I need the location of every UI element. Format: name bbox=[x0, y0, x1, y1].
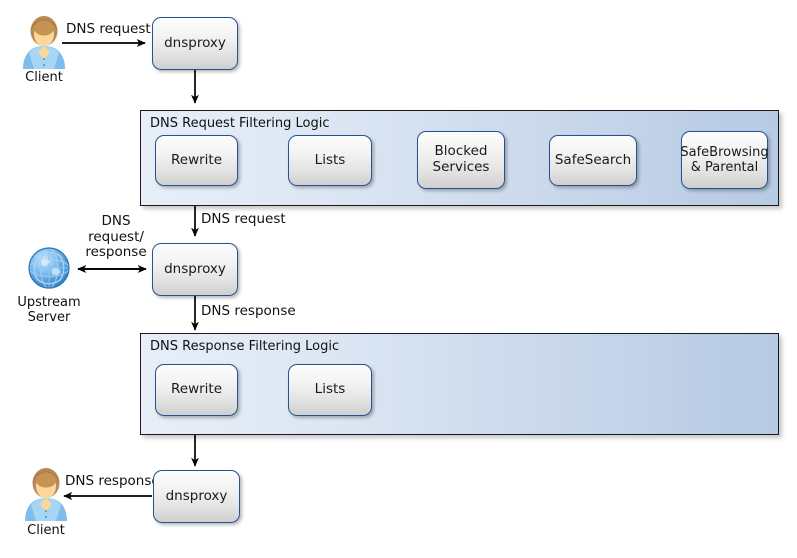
stage-rewrite-response[interactable]: Rewrite bbox=[155, 364, 238, 416]
edge-label-upstream-line3: response bbox=[85, 244, 147, 261]
edge-label-proxy-to-response-filter: DNS response bbox=[201, 303, 296, 319]
stage-blocked-services[interactable]: Blocked Services bbox=[417, 131, 505, 189]
dns-response-filtering-title: DNS Response Filtering Logic bbox=[150, 339, 340, 354]
dnsproxy-middle-label: dnsproxy bbox=[164, 260, 226, 277]
stage-safebrowsing-label-line2: & Parental bbox=[690, 160, 759, 175]
stage-blocked-services-label-line1: Blocked bbox=[434, 143, 488, 160]
edge-label-client-to-proxy: DNS request bbox=[66, 21, 151, 37]
dnsproxy-bottom-box[interactable]: dnsproxy bbox=[153, 470, 240, 523]
edge-label-upstream-line2: request/ bbox=[88, 228, 144, 245]
actor-caption-upstream: Upstream Server bbox=[9, 295, 89, 325]
dns-response-filtering-group: DNS Response Filtering Logic bbox=[140, 333, 779, 435]
stage-rewrite-request-label: Rewrite bbox=[170, 151, 223, 168]
globe-icon bbox=[23, 242, 75, 298]
edge-label-proxy-to-request-filter: DNS request bbox=[201, 211, 286, 227]
edge-label-upstream: DNS request/ response bbox=[82, 213, 150, 261]
stage-lists-response-label: Lists bbox=[314, 381, 346, 398]
actor-caption-upstream-line1: Upstream bbox=[17, 295, 81, 310]
actor-caption-client-bottom: Client bbox=[27, 523, 65, 538]
actor-caption-client-top: Client bbox=[25, 70, 63, 85]
dnsproxy-bottom-label: dnsproxy bbox=[165, 487, 228, 504]
dnsproxy-middle-box[interactable]: dnsproxy bbox=[152, 243, 238, 296]
dnsproxy-top-box[interactable]: dnsproxy bbox=[152, 17, 238, 70]
stage-safesearch[interactable]: SafeSearch bbox=[549, 135, 637, 186]
stage-safesearch-label: SafeSearch bbox=[554, 151, 632, 168]
stage-lists-request[interactable]: Lists bbox=[288, 135, 372, 186]
stage-lists-request-label: Lists bbox=[314, 151, 346, 168]
edge-label-upstream-line1: DNS bbox=[101, 213, 131, 229]
stage-rewrite-request[interactable]: Rewrite bbox=[155, 135, 238, 186]
dns-request-filtering-title: DNS Request Filtering Logic bbox=[150, 116, 330, 131]
dnsproxy-top-label: dnsproxy bbox=[164, 34, 226, 51]
actor-caption-upstream-line2: Server bbox=[27, 310, 71, 326]
stage-blocked-services-label-line2: Services bbox=[432, 159, 490, 175]
edge-label-proxy-to-client: DNS response bbox=[65, 473, 160, 489]
user-icon bbox=[20, 14, 68, 74]
stage-safebrowsing-parental[interactable]: SafeBrowsing & Parental bbox=[680, 131, 769, 189]
user-icon bbox=[22, 466, 70, 526]
stage-rewrite-response-label: Rewrite bbox=[170, 381, 223, 398]
stage-safebrowsing-label-line1: SafeBrowsing bbox=[680, 144, 769, 160]
stage-lists-response[interactable]: Lists bbox=[288, 364, 372, 416]
